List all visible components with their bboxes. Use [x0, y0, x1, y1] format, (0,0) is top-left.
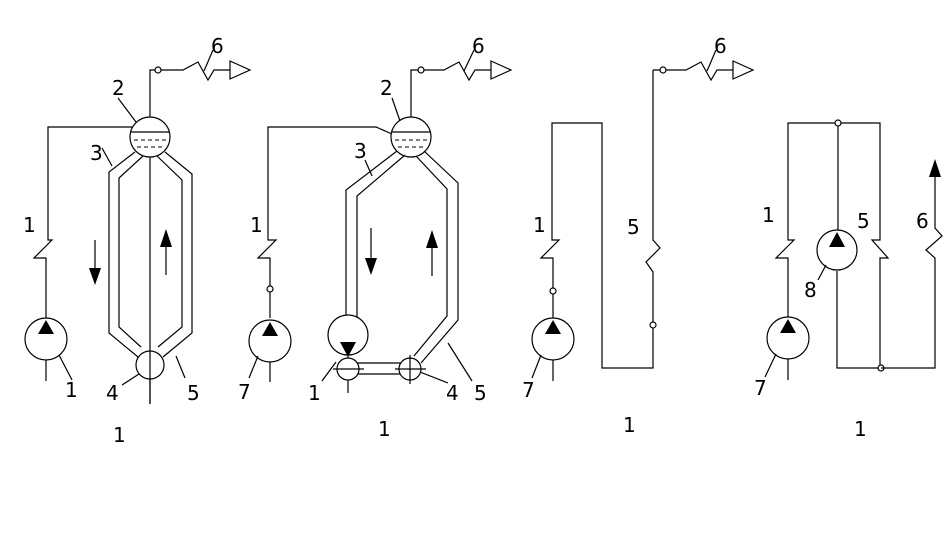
downcomer-inner — [356, 154, 406, 322]
label-outlet: 6 — [211, 34, 224, 58]
evaporator-coil — [539, 122, 654, 369]
down-arrow — [365, 228, 377, 275]
riser-outer — [420, 150, 459, 364]
scheme-caption: 1 — [378, 417, 391, 441]
label-bottom-header: 4 — [106, 381, 119, 405]
label-outlet: 6 — [916, 209, 929, 233]
steam-outlet — [149, 60, 252, 117]
label-superheater: 5 — [857, 209, 870, 233]
scheme-caption: 1 — [623, 413, 636, 437]
label-feed-valve: 1 — [23, 213, 36, 237]
label-circ-pump: 1 — [308, 381, 321, 405]
drum — [129, 116, 171, 158]
label-circ-pump: 8 — [804, 278, 817, 302]
label-feed-valve: 1 — [250, 213, 263, 237]
downcomer-outer — [345, 150, 398, 322]
label-riser: 3 — [90, 141, 103, 165]
riser-inner — [413, 155, 448, 357]
label-pump: 1 — [65, 378, 78, 402]
label-bottom-header: 4 — [446, 381, 459, 405]
label-downcomer: 5 — [187, 381, 200, 405]
steam-outlet — [410, 60, 513, 117]
up-arrow — [426, 230, 438, 276]
riser-inner — [156, 155, 183, 348]
downcomer-inner — [118, 155, 144, 348]
label-feed-valve: 1 — [533, 213, 546, 237]
outlet-line — [881, 175, 943, 369]
scheme-natural-circulation: 1 1 2 3 4 5 6 1 — [23, 34, 252, 447]
label-drum: 2 — [112, 76, 125, 100]
down-arrow — [89, 240, 101, 285]
label-pump: 7 — [754, 376, 767, 400]
downcomer-outer — [108, 151, 139, 358]
feed-line — [32, 126, 132, 318]
steam-outlet — [653, 60, 755, 82]
label-drum: 2 — [380, 76, 393, 100]
feed-line — [256, 126, 393, 286]
up-arrow — [160, 229, 172, 275]
label-downcomer: 5 — [474, 381, 487, 405]
feed-pump — [764, 316, 810, 380]
label-pump: 7 — [522, 378, 535, 402]
scheme-caption: 1 — [854, 417, 867, 441]
scheme-caption: 1 — [113, 423, 126, 447]
scheme-forced-circulation: 1 7 2 3 1 4 5 6 1 — [238, 34, 513, 441]
label-pump: 7 — [238, 380, 251, 404]
superheater-coil — [645, 70, 661, 322]
outlet-arrow — [929, 159, 941, 177]
riser-outer — [162, 151, 193, 358]
circulation-pump — [816, 229, 858, 271]
label-outlet: 6 — [714, 34, 727, 58]
label-superheater: 5 — [627, 215, 640, 239]
feed-pump — [248, 319, 292, 382]
label-riser: 3 — [354, 139, 367, 163]
drum — [390, 116, 432, 158]
circulation-loop — [774, 122, 890, 369]
scheme-once-through: 1 7 5 6 1 — [522, 34, 755, 437]
label-feed-valve: 1 — [762, 203, 775, 227]
feed-pump — [24, 317, 73, 381]
circulation-pump — [327, 314, 369, 357]
scheme-combined-circulation: 1 7 8 5 6 1 — [754, 119, 943, 441]
label-outlet: 6 — [472, 34, 485, 58]
feed-pump — [531, 317, 575, 381]
